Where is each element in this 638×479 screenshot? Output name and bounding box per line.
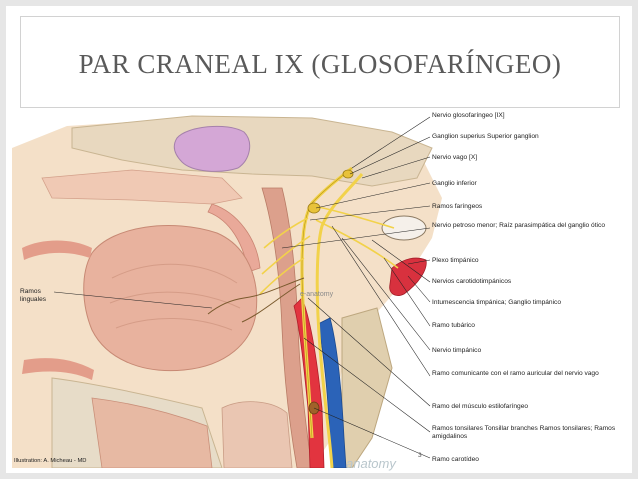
label-pharyngeal-branches: Ramos faríngeos [432,203,483,210]
leader-line [407,275,431,303]
leader-line [307,297,431,407]
label-inferior-ganglion: Ganglio inferior [432,180,477,187]
larynx [221,401,293,468]
leader-line [313,407,431,459]
superior-ganglion [342,169,354,179]
label-tympanic-nerve: Nervio timpánico [432,347,482,354]
leader-line [351,116,431,169]
label-glossopharyngeal-nerve: Nervio glosofaríngeo [IX] [432,112,505,119]
leader-line [341,237,431,351]
leader-line [371,239,431,283]
soft-palate [207,203,261,273]
nasal-cavity [41,169,243,205]
label-tubal-branch: Ramo tubárico [432,322,475,329]
center-watermark: e-anatomy [300,291,334,298]
label-communicating-branch: Ramo comunicante con el ramo auricular d… [432,370,599,377]
sphenoid-sinus [173,125,251,172]
lower-lip [22,358,94,380]
label-carotid-branch: Ramo carotídeo [432,456,479,463]
mandible-muscle [91,397,213,468]
label-lingual-branches: Ramos linguales [20,288,47,303]
tympanic-region [381,215,427,241]
slide-title: PAR CRANEAL IX (GLOSOFARÍNGEO) [78,49,562,79]
label-vagus-nerve: Nervio vago [X] [432,154,478,161]
label-tympanic-ganglion: Intumescencia timpánica; Ganglio timpáni… [432,299,562,306]
leader-lines [53,116,431,459]
pharyngeal-wall [261,187,313,468]
label-stylopharyngeal-branch: Ramo del músculo estilofaríngeo [432,403,529,410]
leader-line [315,182,431,209]
label-tympanic-plexus: Plexo timpánico [432,257,479,264]
inferior-ganglion [307,202,321,214]
tongue [83,225,258,372]
leader-line [349,136,431,175]
label-superior-ganglion: Ganglion superius Superior ganglion [432,133,539,140]
leader-line [309,205,431,221]
leader-line [53,291,213,309]
pharyngeal-branches [259,217,311,295]
leader-line [361,156,431,179]
leader-line [303,337,431,433]
e-anatomy-watermark: anatomy [346,456,396,471]
internal-jugular-vein [317,317,347,468]
leader-line [383,257,431,327]
leader-line [331,225,431,377]
tympanic-plexus-vessel [389,257,427,296]
anatomy-illustration [12,115,442,468]
label-caroticotympanic-nerves: Nervios carotidotimpánicos [432,278,512,285]
label-lesser-petrosal-nerve: Nervio petroso menor; Raíz parasimpática… [432,222,605,229]
page-number: 3 [418,452,422,459]
upper-lip [22,240,92,260]
label-tonsillar-branches: Ramos tonsilares Tonsillar branches Ramo… [432,425,616,440]
leader-line [281,227,431,249]
skull-base [71,115,433,187]
illustration-credit: Illustration: A. Micheau - MD [14,458,87,464]
leader-line [407,259,431,265]
glossopharyngeal-nerve-outline [301,167,353,439]
tympanic-nerve-branch [313,205,399,269]
lingual-branches [207,277,305,323]
title-box: PAR CRANEAL IX (GLOSOFARÍNGEO) [20,16,620,108]
